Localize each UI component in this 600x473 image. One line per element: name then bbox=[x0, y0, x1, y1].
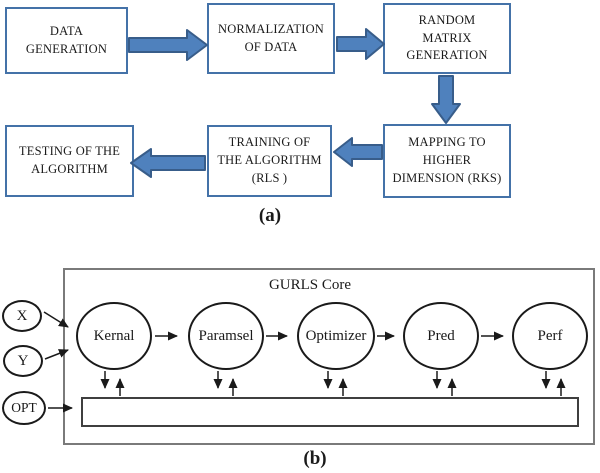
module-label: Paramsel bbox=[198, 327, 254, 344]
arrow-training-to-testing bbox=[130, 148, 206, 178]
flow-box-random-matrix: RANDOM MATRIX GENERATION bbox=[383, 3, 511, 74]
flow-box-normalization: NORMALIZATION OF DATA bbox=[207, 3, 335, 74]
input-label: Y bbox=[17, 352, 29, 369]
flow-box-label: MAPPING TO HIGHER DIMENSION (RKS) bbox=[392, 135, 502, 185]
module-label: Kernal bbox=[93, 327, 135, 344]
module-node-kernal: Kernal bbox=[76, 302, 152, 370]
module-node-optimizer: Optimizer bbox=[297, 302, 375, 370]
flow-box-mapping: MAPPING TO HIGHER DIMENSION (RKS) bbox=[383, 124, 511, 198]
flow-box-testing: TESTING OF THE ALGORITHM bbox=[5, 125, 134, 197]
input-node-x: X bbox=[2, 300, 42, 332]
flow-box-label: RANDOM MATRIX GENERATION bbox=[406, 12, 488, 63]
module-node-pred: Pred bbox=[403, 302, 479, 370]
flow-box-label: NORMALIZATION OF DATA bbox=[217, 21, 325, 54]
flow-box-data-generation: DATA GENERATION bbox=[5, 7, 128, 74]
gurls-core-title: GURLS Core bbox=[268, 277, 352, 293]
arrow-normalization-to-random bbox=[336, 28, 385, 60]
arrow-data-to-normalization bbox=[128, 29, 208, 61]
flow-box-label: TESTING OF THE ALGORITHM bbox=[18, 144, 121, 176]
flow-box-label: DATA GENERATION bbox=[25, 23, 108, 56]
opt-bus-rectangle bbox=[81, 397, 579, 427]
input-node-y: Y bbox=[3, 345, 43, 377]
flow-box-training: TRAINING OF THE ALGORITHM (RLS ) bbox=[207, 125, 332, 197]
arrow-mapping-to-training bbox=[333, 137, 383, 167]
part-a-label: (a) bbox=[258, 205, 282, 226]
module-node-paramsel: Paramsel bbox=[188, 302, 264, 370]
module-label: Pred bbox=[427, 327, 455, 344]
input-label: X bbox=[16, 307, 28, 324]
flow-box-label: TRAINING OF THE ALGORITHM (RLS ) bbox=[217, 135, 322, 185]
input-node-opt: OPT bbox=[2, 391, 46, 425]
module-node-perf: Perf bbox=[512, 302, 588, 370]
arrow-random-to-mapping bbox=[431, 75, 461, 124]
part-b-label: (b) bbox=[303, 448, 327, 469]
module-label: Perf bbox=[537, 327, 563, 344]
module-label: Optimizer bbox=[305, 327, 367, 344]
input-label: OPT bbox=[11, 400, 37, 415]
